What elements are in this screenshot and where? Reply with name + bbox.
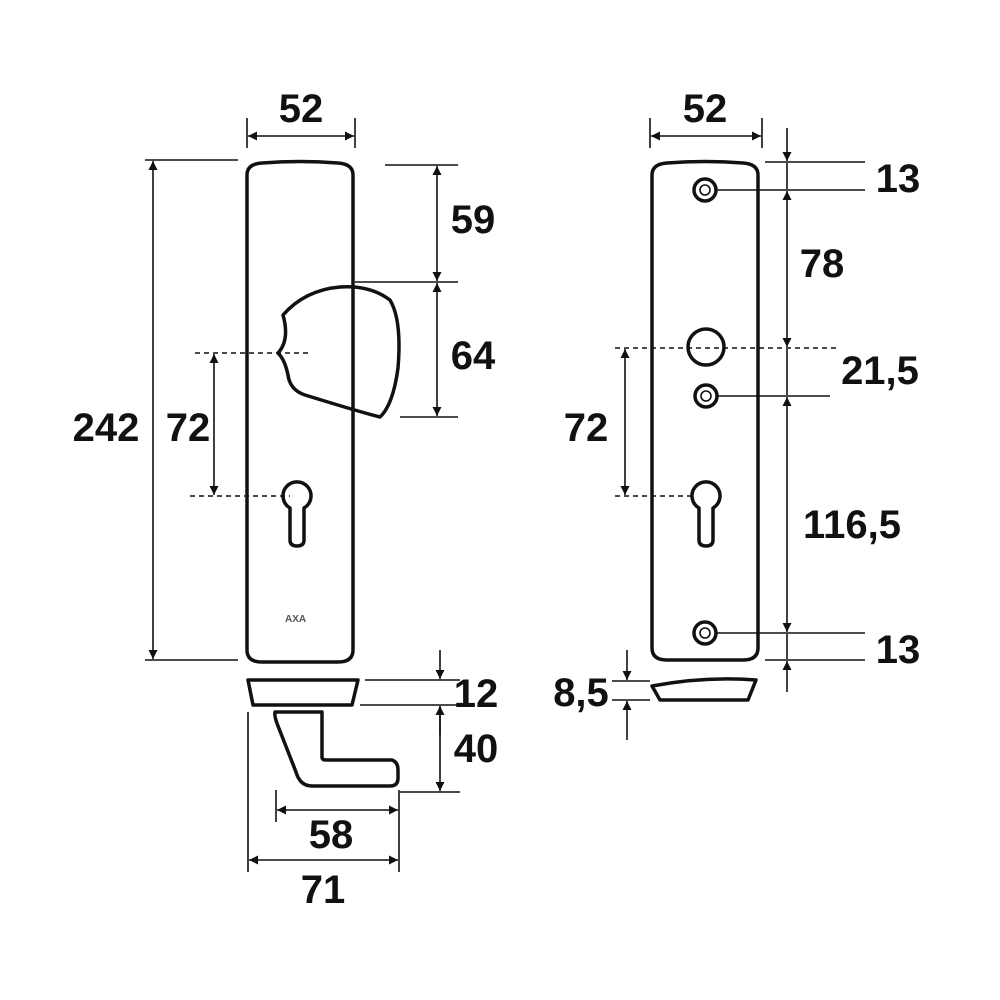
left-dim-handle-width: 58 [309, 813, 354, 857]
left-foot [246, 678, 360, 707]
left-view: AXA 52 242 72 59 64 12 [73, 87, 499, 912]
right-dim-foot-thickness: 8,5 [553, 671, 609, 715]
left-dim-total-width: 71 [301, 868, 346, 912]
right-top-screw [692, 177, 718, 203]
left-lever [273, 710, 400, 788]
right-dim-bottom-screw: 13 [876, 628, 921, 672]
left-dim-knob-height: 64 [451, 334, 496, 378]
left-dim-top-to-knob: 59 [451, 198, 496, 242]
right-dim-screw-to-spindle: 78 [800, 242, 845, 286]
right-dim-screw-to-bottom-screw: 116,5 [803, 503, 901, 547]
right-middle-screw [693, 383, 719, 409]
left-knob [276, 285, 401, 419]
right-spindle-hole [686, 327, 726, 367]
left-keyhole [281, 480, 313, 548]
left-dim-handle-depth: 40 [454, 727, 499, 771]
right-dim-top-screw: 13 [876, 157, 921, 201]
left-dim-spindle-to-key: 72 [166, 406, 211, 450]
right-keyhole [690, 480, 722, 548]
right-dim-top-width: 52 [683, 87, 728, 131]
right-dim-spindle-to-key: 72 [564, 406, 609, 450]
right-view: 52 13 78 21,5 116,5 13 72 8,5 [553, 87, 920, 740]
right-dim-spindle-to-screw: 21,5 [841, 349, 919, 393]
right-plate [650, 159, 760, 662]
left-dim-top-width: 52 [279, 87, 324, 131]
left-brand-logo: AXA [285, 614, 306, 625]
left-plate [245, 159, 355, 664]
right-bottom-screw [692, 620, 718, 646]
left-dim-height-total: 242 [73, 406, 140, 450]
right-foot [650, 677, 758, 702]
left-dim-foot-thickness: 12 [454, 672, 499, 716]
